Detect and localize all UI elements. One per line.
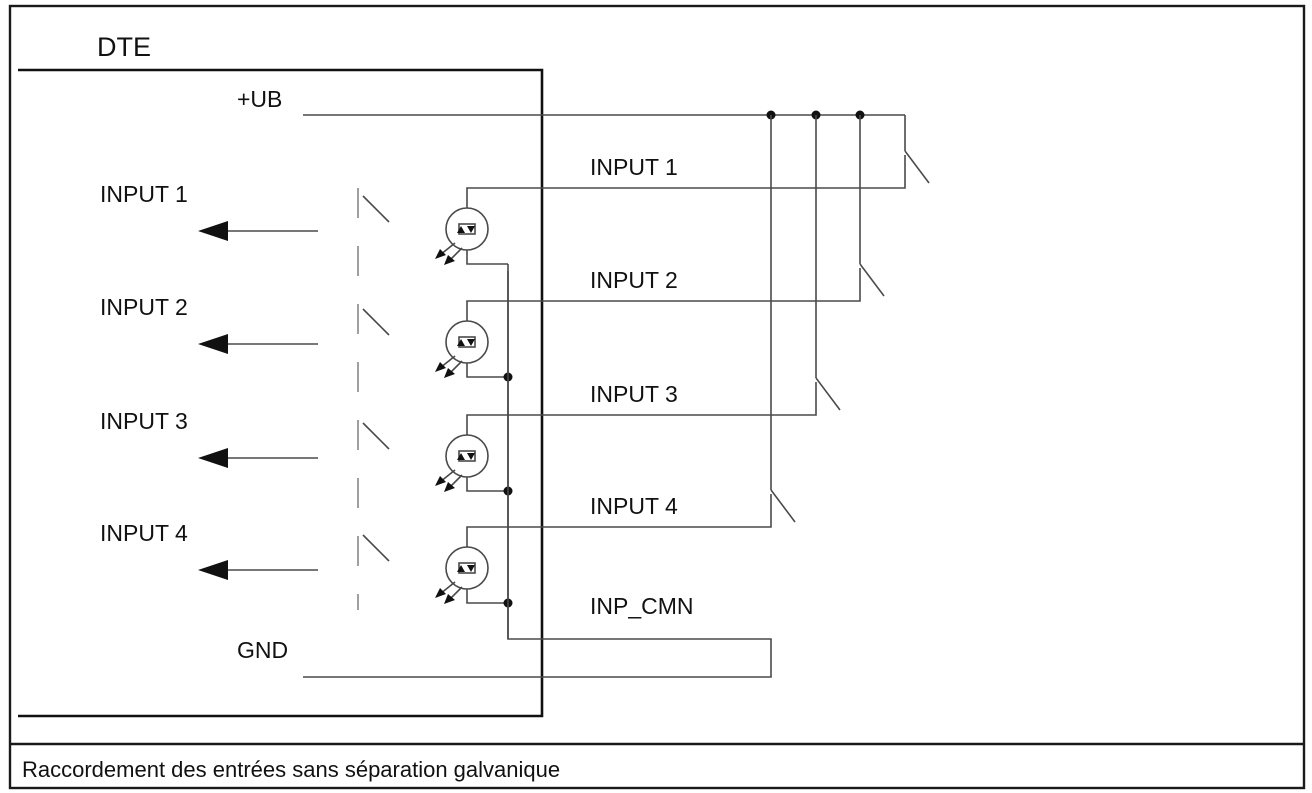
light-arrow-icon bbox=[444, 594, 455, 604]
input-arrow-label: INPUT 1 bbox=[100, 181, 188, 207]
light-arrow-icon bbox=[435, 476, 446, 486]
diode-icon bbox=[467, 453, 475, 460]
common-return-line bbox=[466, 250, 508, 265]
outer-frame bbox=[8, 4, 1306, 790]
diode-icon bbox=[457, 565, 465, 572]
light-arrow-icon bbox=[435, 588, 446, 598]
light-arrow-icon bbox=[444, 255, 455, 265]
diode-icon bbox=[467, 339, 475, 346]
arrow-head-icon bbox=[198, 560, 228, 580]
external-switch-contact bbox=[859, 263, 885, 297]
optocoupler-inner-icon bbox=[458, 450, 476, 462]
external-switch-contact bbox=[815, 377, 841, 411]
input-line bbox=[466, 155, 906, 208]
input-line bbox=[466, 382, 817, 435]
optocoupler-icon bbox=[445, 320, 489, 364]
light-arrow-icon bbox=[444, 368, 455, 378]
common-return-line bbox=[466, 589, 508, 604]
input-line-label: INPUT 1 bbox=[590, 154, 678, 180]
optocoupler-inner-icon bbox=[458, 336, 476, 348]
input-channels: INPUT 1 INPUT 1 INPUT 2 INPUT 2 INPUT 3 INPUT… bbox=[100, 110, 930, 639]
diode-icon bbox=[457, 226, 465, 233]
optocoupler-inner-icon bbox=[458, 223, 476, 235]
ground-label: GND bbox=[237, 637, 288, 663]
light-arrow-icon bbox=[444, 482, 455, 492]
caption-text: Raccordement des entrées sans séparation… bbox=[22, 757, 560, 782]
common-return-line bbox=[466, 363, 508, 378]
arrow-head-icon bbox=[198, 448, 228, 468]
light-arrow-icon bbox=[435, 362, 446, 372]
light-arrow-icon bbox=[435, 249, 446, 259]
photo-switch-line bbox=[362, 308, 390, 336]
input-line-label: INPUT 2 bbox=[590, 267, 678, 293]
dte-box bbox=[18, 68, 544, 718]
optocoupler-icon bbox=[445, 546, 489, 590]
diode-icon bbox=[457, 453, 465, 460]
diode-icon bbox=[467, 565, 475, 572]
external-switch-contact bbox=[904, 150, 930, 184]
arrow-head-icon bbox=[198, 221, 228, 241]
common-return-line bbox=[466, 477, 508, 492]
input-arrow-label: INPUT 4 bbox=[100, 520, 188, 546]
dte-title: DTE bbox=[97, 32, 151, 62]
common-label: INP_CMN bbox=[590, 593, 694, 619]
input-line-label: INPUT 4 bbox=[590, 493, 678, 519]
optocoupler-icon bbox=[445, 434, 489, 478]
supply-label: +UB bbox=[237, 86, 282, 112]
photo-switch-line bbox=[362, 422, 390, 450]
input-line bbox=[466, 494, 772, 547]
input-line-label: INPUT 3 bbox=[590, 381, 678, 407]
diode-icon bbox=[467, 226, 475, 233]
optocoupler-inner-icon bbox=[458, 562, 476, 574]
input-arrow-label: INPUT 3 bbox=[100, 408, 188, 434]
input-arrow-label: INPUT 2 bbox=[100, 294, 188, 320]
photo-switch-line bbox=[362, 195, 390, 223]
photo-switch-line bbox=[362, 534, 390, 562]
arrow-head-icon bbox=[198, 334, 228, 354]
diode-icon bbox=[457, 339, 465, 346]
ground-line bbox=[303, 271, 772, 678]
optocoupler-icon bbox=[445, 207, 489, 251]
external-switch-contact bbox=[770, 489, 796, 523]
input-line bbox=[466, 268, 861, 321]
